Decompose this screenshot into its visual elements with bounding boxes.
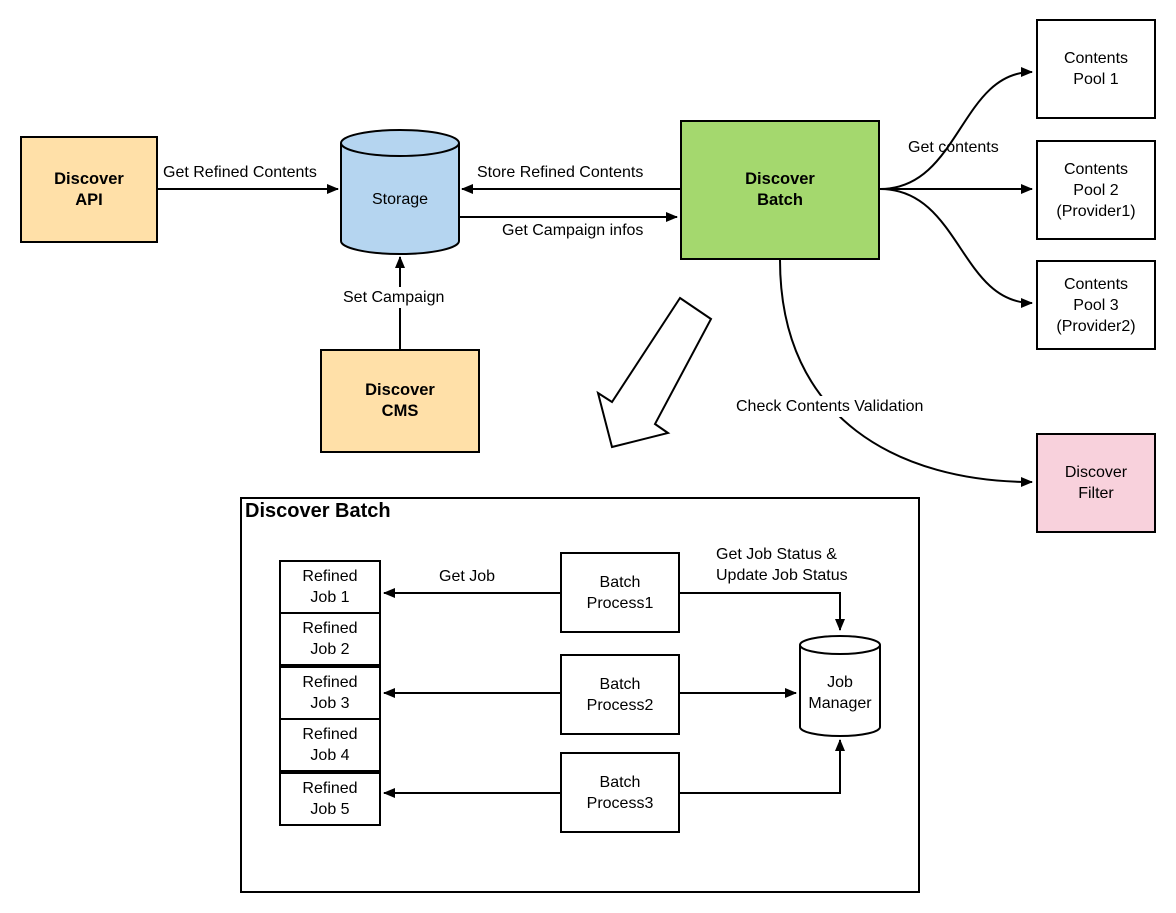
batch-process-3: Batch Process3	[560, 752, 680, 833]
refined-job-1: Refined Job 1	[279, 560, 381, 614]
label-job-status: Get Job Status & Update Job Status	[716, 546, 848, 584]
edge-process3-to-manager	[680, 739, 845, 794]
label-store-refined-contents: Store Refined Contents	[477, 164, 644, 181]
batch-process-1: Batch Process1	[560, 552, 680, 633]
label-set-campaign: Set Campaign	[343, 287, 445, 308]
label-get-refined-contents: Get Refined Contents	[163, 164, 317, 181]
refined-job-2: Refined Job 2	[279, 612, 381, 666]
batch-process-2: Batch Process2	[560, 654, 680, 735]
edge-batch-to-filter	[779, 259, 1033, 487]
discover-api-node: Discover API	[20, 136, 158, 243]
edge-batch-to-pool3	[879, 188, 1033, 308]
discover-filter-node: Discover Filter	[1036, 433, 1156, 533]
discover-batch-node: Discover Batch	[680, 120, 880, 260]
storage-cylinder	[340, 129, 460, 255]
contents-pool-3-node: Contents Pool 3 (Provider2)	[1036, 260, 1156, 350]
expand-arrow-icon	[596, 296, 713, 449]
contents-pool-1-node: Contents Pool 1	[1036, 19, 1156, 119]
label-get-campaign-infos: Get Campaign infos	[502, 222, 644, 239]
edge-process1-to-manager	[680, 592, 845, 631]
contents-pool-2-node: Contents Pool 2 (Provider1)	[1036, 140, 1156, 240]
discover-cms-node: Discover CMS	[320, 349, 480, 453]
label-get-job: Get Job	[439, 568, 496, 585]
discover-batch-detail-frame	[240, 497, 920, 893]
label-get-contents: Get contents	[908, 139, 999, 156]
job-manager-cylinder	[799, 635, 881, 737]
detail-title: Discover Batch	[245, 500, 391, 522]
edge-batch-to-pool1	[879, 67, 1033, 190]
storage-label: Storage	[371, 190, 429, 208]
job-manager-label: Job Manager	[808, 674, 872, 712]
refined-job-5: Refined Job 5	[279, 772, 381, 826]
refined-job-4: Refined Job 4	[279, 718, 381, 772]
label-check-contents-validation: Check Contents Validation	[736, 396, 924, 417]
refined-job-3: Refined Job 3	[279, 666, 381, 720]
